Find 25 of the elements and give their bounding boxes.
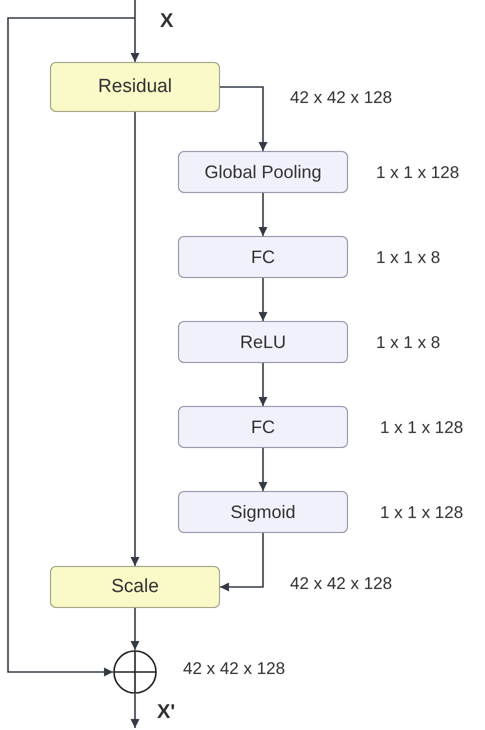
process-box: Scale [50,566,220,608]
dimension-text: 42 x 42 x 128 [183,658,286,680]
dimension-text: 1 x 1 x 8 [376,247,440,269]
arrow [130,0,140,62]
arrow [130,694,140,728]
arrow [258,193,268,236]
process-box: Residual [50,62,220,112]
arrow [220,533,264,592]
arrow [258,363,268,406]
process-box: FC [178,236,348,278]
sum-circle [113,650,157,694]
process-box: FC [178,406,348,448]
arrow [258,278,268,321]
arrow [130,112,140,566]
dimension-text: 1 x 1 x 128 [376,162,460,184]
arrow [7,17,135,676]
process-box: Global Pooling [178,151,348,193]
process-box: Sigmoid [178,491,348,533]
arrow [220,86,268,151]
dimension-text: 1 x 1 x 8 [376,332,440,354]
dimension-text: 1 x 1 x 128 [380,417,464,439]
arrow [130,608,140,650]
arrow [258,448,268,491]
dimension-text: 1 x 1 x 128 [380,502,464,524]
process-box: ReLU [178,321,348,363]
